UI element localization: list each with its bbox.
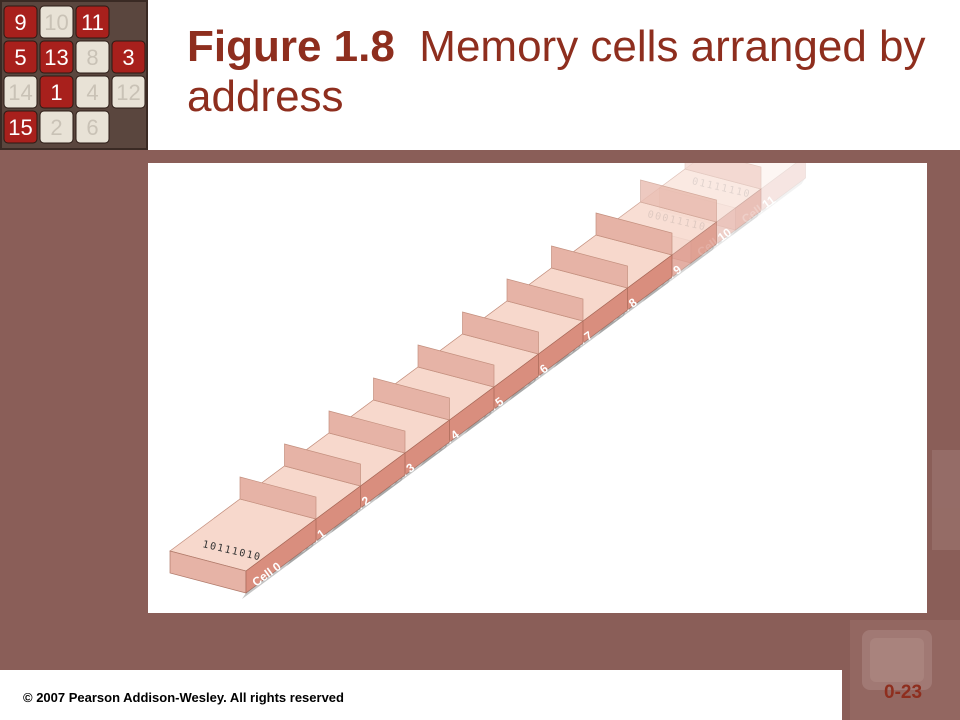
memory-cells-figure: 01111110Cell 1100011110Cell 1010000110Ce… (169, 163, 806, 599)
slide-number: 0-23 (884, 682, 923, 703)
puzzle-tile-number: 5 (14, 45, 26, 70)
puzzle-tile-number: 8 (86, 45, 98, 70)
puzzle-tile: 2 (39, 110, 74, 144)
puzzle-tile-number: 14 (8, 80, 32, 105)
title-figure-number: Figure 1.8 (187, 22, 395, 71)
puzzle-tile-number: 11 (81, 10, 104, 35)
puzzle-tile-number: 3 (122, 45, 134, 70)
keyboard-texture (850, 450, 960, 720)
puzzle-tile-number: 2 (50, 115, 62, 140)
puzzle-tile: 3 (111, 40, 146, 74)
puzzle-tile: 1 (39, 75, 74, 109)
puzzle-tile: 12 (111, 75, 146, 109)
footer-strip (0, 670, 842, 720)
copyright-footer: © 2007 Pearson Addison-Wesley. All right… (23, 690, 344, 705)
puzzle-tile-number: 15 (8, 115, 32, 140)
puzzle-tile-number: 13 (44, 45, 68, 70)
puzzle-tile: 11 (75, 5, 110, 39)
puzzle-tile: 6 (75, 110, 110, 144)
puzzle-tile-number: 4 (86, 80, 98, 105)
puzzle-tile: 14 (3, 75, 38, 109)
puzzle-tile-number: 10 (44, 10, 68, 35)
puzzle-tile: 10 (39, 5, 74, 39)
puzzle-tile: 4 (75, 75, 110, 109)
title-caption: Memory cells arranged by address (187, 22, 926, 121)
puzzle-tile-number: 12 (116, 80, 140, 105)
puzzle-tile: 15 (3, 110, 38, 144)
puzzle-tile-number: 1 (50, 80, 62, 105)
figure-panel: 01111110Cell 1100011110Cell 1010000110Ce… (148, 163, 927, 613)
puzzle-tile: 8 (75, 40, 110, 74)
puzzle-tile: 5 (3, 40, 38, 74)
puzzle-tile: 9 (3, 5, 38, 39)
puzzle-tile-number: 9 (14, 10, 26, 35)
puzzle-tile: 13 (39, 40, 74, 74)
puzzle-tile-number: 6 (86, 115, 98, 140)
slide-title: Figure 1.8 Memory cells arranged by addr… (187, 22, 960, 122)
